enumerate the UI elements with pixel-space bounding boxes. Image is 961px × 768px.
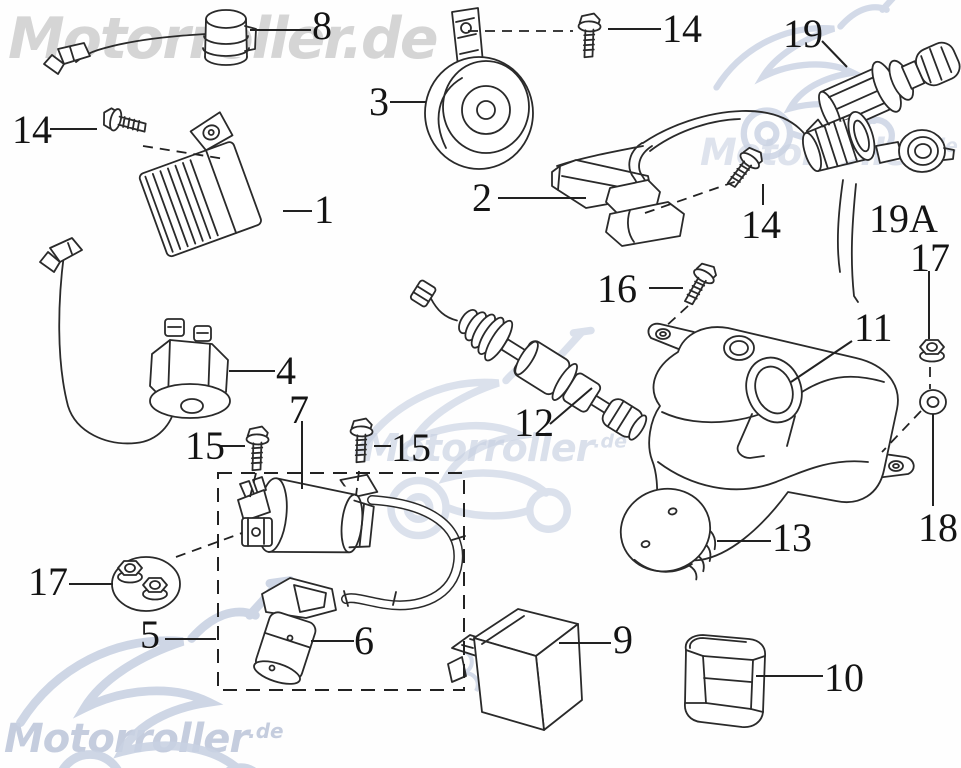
part-19a-lock-barrel [802, 111, 955, 303]
callout-15-b: 15 [391, 425, 431, 470]
part-1-regulator [138, 111, 262, 258]
callout-15-a: 15 [185, 423, 225, 468]
callout-12: 12 [514, 400, 554, 445]
callout-11: 11 [854, 305, 893, 350]
coil-bracket [237, 476, 273, 547]
part-19-ignition-switch [805, 41, 961, 147]
callout-14-c: 14 [741, 202, 781, 247]
callout-5: 5 [140, 612, 160, 657]
callout-2: 2 [472, 175, 492, 220]
part-17-nuts-left [111, 556, 181, 612]
callout-14-b: 14 [662, 6, 702, 51]
part-18-washer [919, 389, 947, 415]
part-14-bolt-top-center [576, 12, 602, 59]
callout-17-r: 17 [910, 235, 950, 280]
dashed-leader-lines [142, 30, 931, 558]
part-10-rubber-boot [684, 634, 766, 728]
part-6-spark-plug-cap [253, 577, 337, 685]
callout-4: 4 [276, 348, 296, 393]
leader-lines [50, 28, 934, 677]
callout-9: 9 [613, 617, 633, 662]
callout-19: 19 [783, 11, 823, 56]
callout-3: 3 [369, 79, 389, 124]
part-16-bolt [677, 258, 721, 310]
part-12-cable [409, 279, 648, 441]
part-7-ignition-coil [237, 473, 466, 611]
callout-8: 8 [312, 3, 332, 48]
callout-6: 6 [354, 618, 374, 663]
part-14-bolt-top-left [99, 104, 150, 140]
callout-16: 16 [597, 266, 637, 311]
part-4-relay [39, 237, 231, 445]
callout-13: 13 [772, 515, 812, 560]
part-15-bolt-left [244, 425, 270, 472]
callout-19a: 19A [869, 196, 938, 241]
callout-18: 18 [918, 505, 958, 550]
part-11-housing [647, 322, 915, 562]
callout-14-a: 14 [12, 107, 52, 152]
part-8-sensor [43, 9, 257, 75]
callout-7: 7 [289, 387, 309, 432]
part-2-bracket [551, 110, 808, 247]
part-3-horn [424, 7, 534, 170]
callout-10: 10 [824, 655, 864, 700]
part-9-cdi-unit [447, 608, 583, 731]
part-17-nut-right [919, 339, 945, 363]
assembly-box-5 [217, 472, 465, 691]
callout-17-l: 17 [28, 559, 68, 604]
callout-1: 1 [314, 187, 334, 232]
part-13-cap [619, 487, 717, 581]
